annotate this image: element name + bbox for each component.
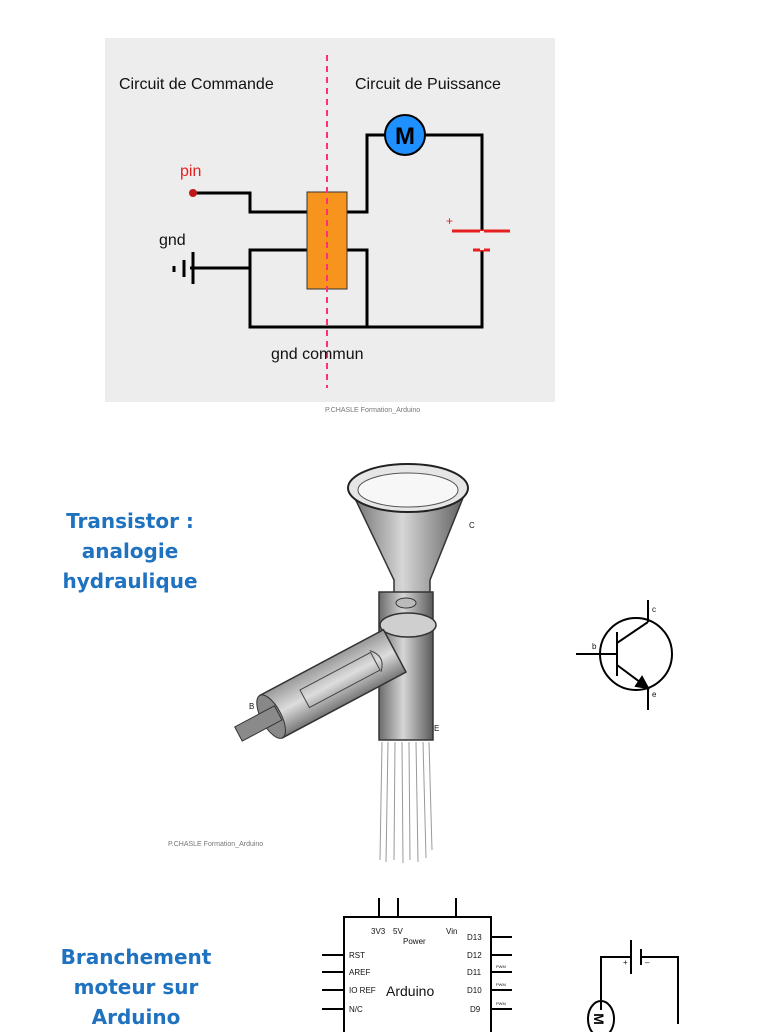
pin-d9: D9 (470, 1005, 481, 1014)
base-label-b: B (249, 702, 255, 711)
battery-symbol (452, 229, 510, 252)
arduino-board (343, 916, 492, 1032)
motor-to-battery-wire (425, 133, 484, 230)
side-pipe (234, 628, 408, 742)
pin-aref: AREF (349, 968, 371, 977)
power-pin-vin: Vin (446, 927, 458, 936)
symbol-label-b: b (592, 642, 597, 651)
symbol-label-c: c (652, 605, 656, 614)
transistor-title: Transistor : analogie hydraulique (62, 509, 198, 593)
water-stream (379, 741, 433, 864)
collector-label-c: C (469, 521, 475, 530)
symbol-label-e: e (652, 690, 657, 699)
pin-wire (193, 191, 307, 214)
credit-text-2: P.CHASLE Formation_Arduino (168, 841, 264, 848)
battery-plus-arduino: + (623, 958, 628, 967)
pin-io-ref: IO REF (349, 986, 376, 995)
relay-circuit-diagram: M (172, 55, 510, 388)
left-pin-leads (322, 954, 344, 1010)
relay-block (306, 191, 348, 290)
arduino-board-name: Arduino (386, 983, 435, 999)
transistor-symbol (576, 600, 673, 710)
pin-d13: D13 (467, 933, 482, 942)
relay-lower-wire (347, 248, 369, 327)
pin-rst: RST (349, 951, 365, 960)
funnel-opening (357, 472, 459, 508)
control-circuit-label: Circuit de Commande (119, 76, 274, 93)
common-gnd-label: gnd commun (271, 346, 364, 363)
battery-minus-arduino: – (645, 958, 650, 967)
pin-terminal (189, 189, 197, 197)
power-pin-5v: 5V (393, 927, 403, 936)
relay-to-motor-wire (347, 133, 385, 214)
valve-knob (395, 597, 417, 609)
motor-letter-arduino: M (591, 1013, 607, 1025)
pin-nc: N/C (349, 1005, 363, 1014)
pwm-label-d11: PWM (496, 964, 506, 969)
valve-flange (379, 612, 437, 638)
circuit-wires (190, 133, 484, 329)
motor-symbol (384, 114, 426, 156)
gnd-label: gnd (159, 232, 186, 249)
pin-label: pin (180, 163, 202, 180)
ground-symbol (172, 252, 195, 284)
control-loop-wire (248, 248, 367, 329)
pwm-label-d9: PWM (496, 1001, 506, 1006)
pin-d12: D12 (467, 951, 482, 960)
battery-plus-sign: + (446, 214, 454, 228)
pin-d11: D11 (467, 968, 482, 977)
power-pin-leads (378, 898, 457, 917)
pwm-label-d10: PWM (496, 982, 506, 987)
motor-letter: M (395, 123, 415, 150)
credit-text: P.CHASLE Formation_Arduino (325, 407, 421, 414)
emitter-label-e: E (434, 724, 440, 733)
motor-battery-circuit (587, 940, 679, 1032)
power-label: Power (403, 937, 426, 946)
power-circuit-label: Circuit de Puissance (355, 76, 501, 93)
right-pin-leads (491, 936, 512, 1010)
pin-d10: D10 (467, 986, 482, 995)
power-pin-3v3: 3V3 (371, 927, 386, 936)
battery-to-gnd-wire (367, 250, 484, 329)
